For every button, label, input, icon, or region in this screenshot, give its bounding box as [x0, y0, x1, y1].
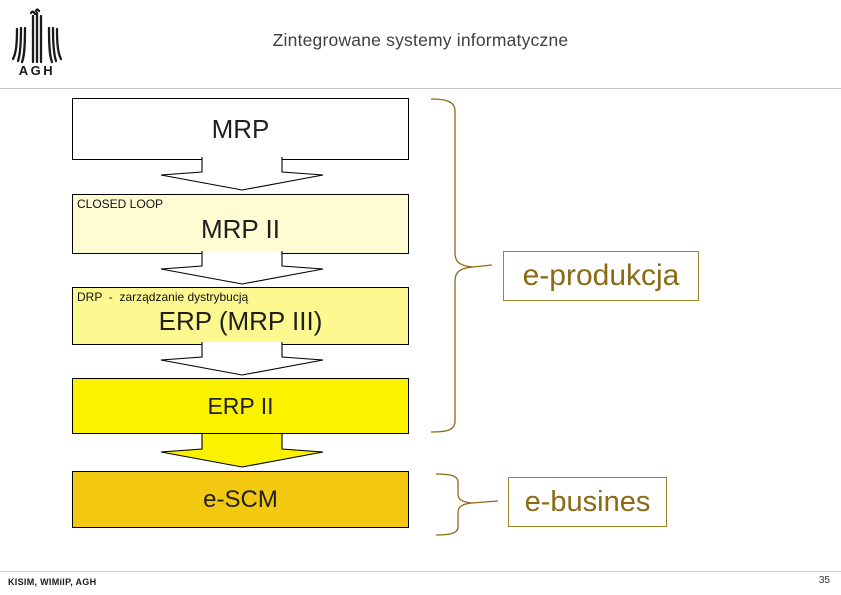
box-erp2: ERP II	[72, 378, 409, 434]
page-number: 35	[818, 575, 830, 586]
agh-logo-icon: AGH	[11, 8, 63, 77]
down-arrow-4	[160, 434, 324, 468]
side-label-e-busines-text: e-busines	[524, 485, 651, 518]
box-mrp: MRP	[72, 98, 409, 160]
brace-e-busines	[435, 473, 499, 536]
side-label-e-produkcja: e-produkcja	[503, 251, 699, 301]
box-escm: e-SCM	[72, 471, 409, 528]
header-divider	[0, 88, 841, 89]
slide-title: Zintegrowane systemy informatyczne	[272, 30, 569, 50]
down-arrow-3	[160, 342, 324, 376]
box-erp2-label: ERP II	[207, 392, 274, 419]
down-arrow-2	[160, 251, 324, 285]
brace-e-produkcja	[430, 98, 493, 433]
box-mrp-label: MRP	[211, 113, 270, 144]
box-mrp2-label: MRP II	[201, 213, 280, 244]
down-arrow-1	[160, 157, 324, 191]
box-mrp2-corner-label: CLOSED LOOP	[77, 197, 164, 211]
agh-logo-text: AGH	[19, 63, 55, 77]
box-erp: DRP - zarządzanie dystrybucją ERP (MRP I…	[72, 287, 409, 345]
box-escm-label: e-SCM	[203, 485, 278, 513]
box-mrp2: CLOSED LOOP MRP II	[72, 194, 409, 254]
footer-divider	[0, 571, 841, 572]
box-erp-corner-label: DRP - zarządzanie dystrybucją	[77, 290, 249, 304]
box-erp-label: ERP (MRP III)	[158, 305, 323, 336]
side-label-e-busines: e-busines	[508, 477, 667, 527]
footer-text: KISIM, WIMiIP, AGH	[8, 577, 97, 587]
side-label-e-produkcja-text: e-produkcja	[522, 259, 680, 292]
